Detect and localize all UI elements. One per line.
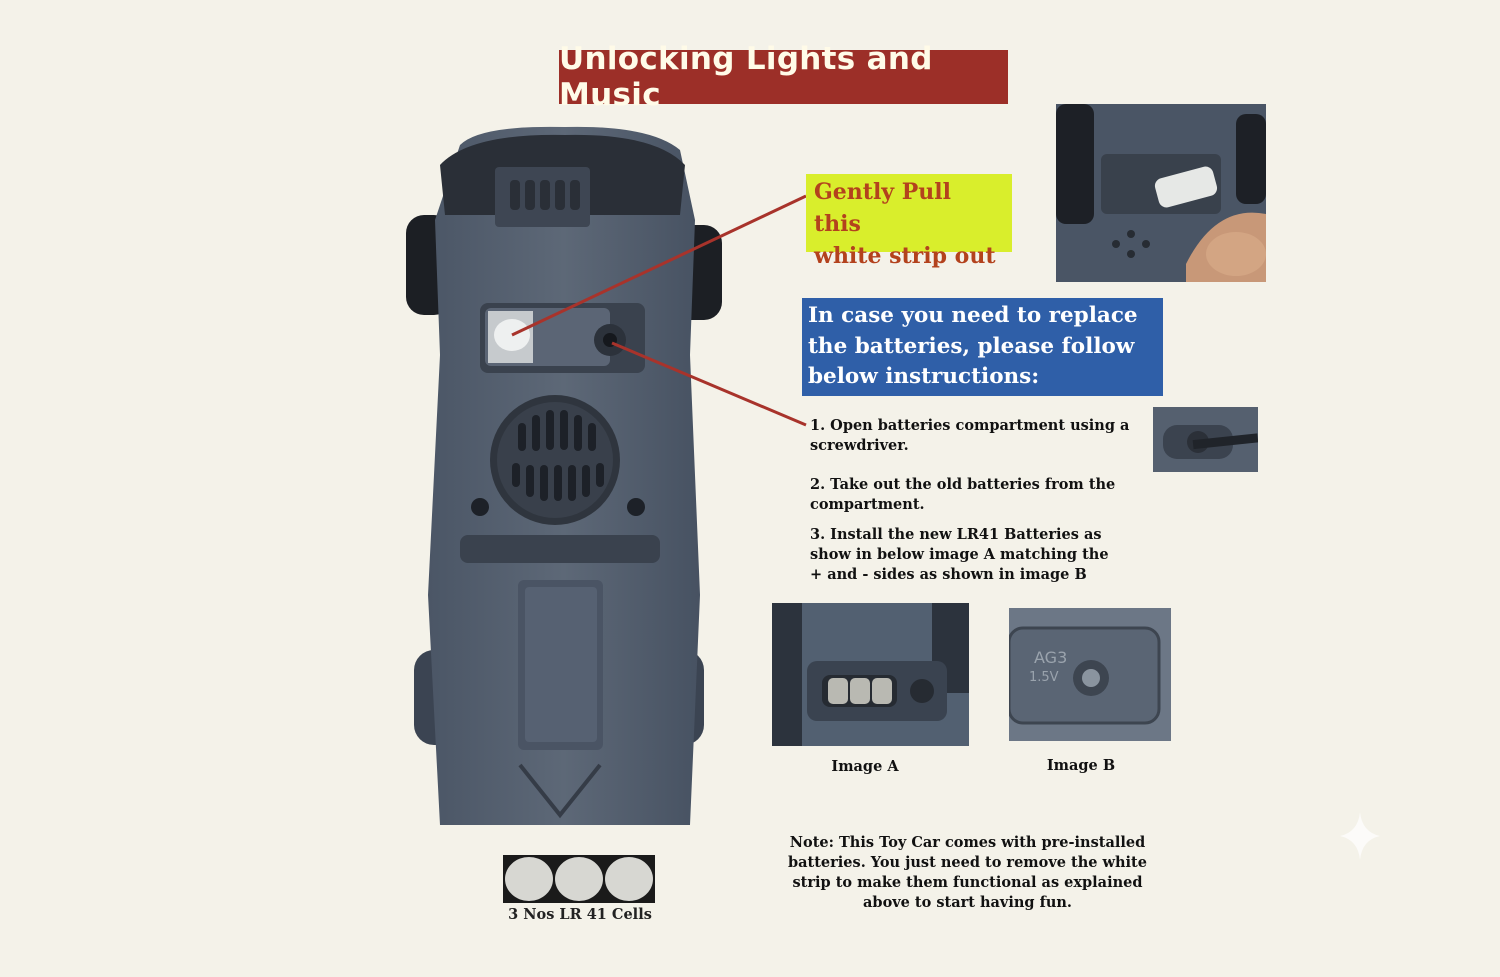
step-3: 3. Install the new LR41 Batteries as sho… — [810, 525, 1109, 585]
image-b-drawing — [1009, 608, 1171, 741]
battery-cell-icon — [555, 857, 603, 901]
step-2: 2. Take out the old batteries from the c… — [810, 475, 1115, 515]
image-a-photo — [772, 603, 969, 746]
step-3-line2: show in below image A matching the — [810, 546, 1109, 563]
battery-cell-icon — [605, 857, 653, 901]
step-1-line1: 1. Open batteries compartment using a — [810, 417, 1130, 434]
note-line2: batteries. You just need to remove the w… — [788, 854, 1147, 871]
note-line1: Note: This Toy Car comes with pre-instal… — [789, 834, 1146, 851]
replace-batteries-callout: In case you need to replace the batterie… — [802, 298, 1163, 396]
note-text: Note: This Toy Car comes with pre-instal… — [780, 833, 1155, 913]
step-2-line1: 2. Take out the old batteries from the — [810, 476, 1116, 493]
toy-car-underside-photo — [406, 126, 722, 826]
step-1: 1. Open batteries compartment using a sc… — [810, 416, 1129, 456]
battery-cell-icon — [505, 857, 553, 901]
replace-line3: below instructions: — [808, 364, 1040, 389]
pull-strip-line2: white strip out — [814, 243, 996, 269]
step-3-line3: + and - sides as shown in image B — [810, 566, 1087, 583]
step-2-line2: compartment. — [810, 496, 925, 513]
pull-strip-callout: Gently Pull this white strip out — [806, 174, 1012, 269]
pull-strip-photo — [1056, 104, 1266, 282]
note-line3: strip to make them functional as explain… — [792, 874, 1143, 891]
step-1-line2: screwdriver. — [810, 437, 909, 454]
page-title: Unlocking Lights and Music — [559, 41, 1008, 113]
battery-cells-label: 3 Nos LR 41 Cells — [508, 906, 652, 923]
battery-code-label: AG3 — [1034, 648, 1068, 667]
screwdriver-photo — [1153, 407, 1258, 472]
pull-strip-line1: Gently Pull this — [814, 179, 951, 237]
sparkle-watermark-icon — [1340, 812, 1380, 860]
image-a-label: Image A — [831, 758, 899, 775]
image-b-label: Image B — [1046, 757, 1116, 774]
voltage-label: 1.5V — [1029, 670, 1059, 685]
note-line4: above to start having fun. — [863, 894, 1072, 911]
image-b-photo: AG3 1.5V — [1009, 608, 1171, 741]
step-3-line1: 3. Install the new LR41 Batteries as — [810, 526, 1102, 543]
battery-cells-illustration — [503, 855, 655, 903]
replace-line1: In case you need to replace — [808, 303, 1138, 328]
replace-line2: the batteries, please follow — [808, 333, 1135, 359]
